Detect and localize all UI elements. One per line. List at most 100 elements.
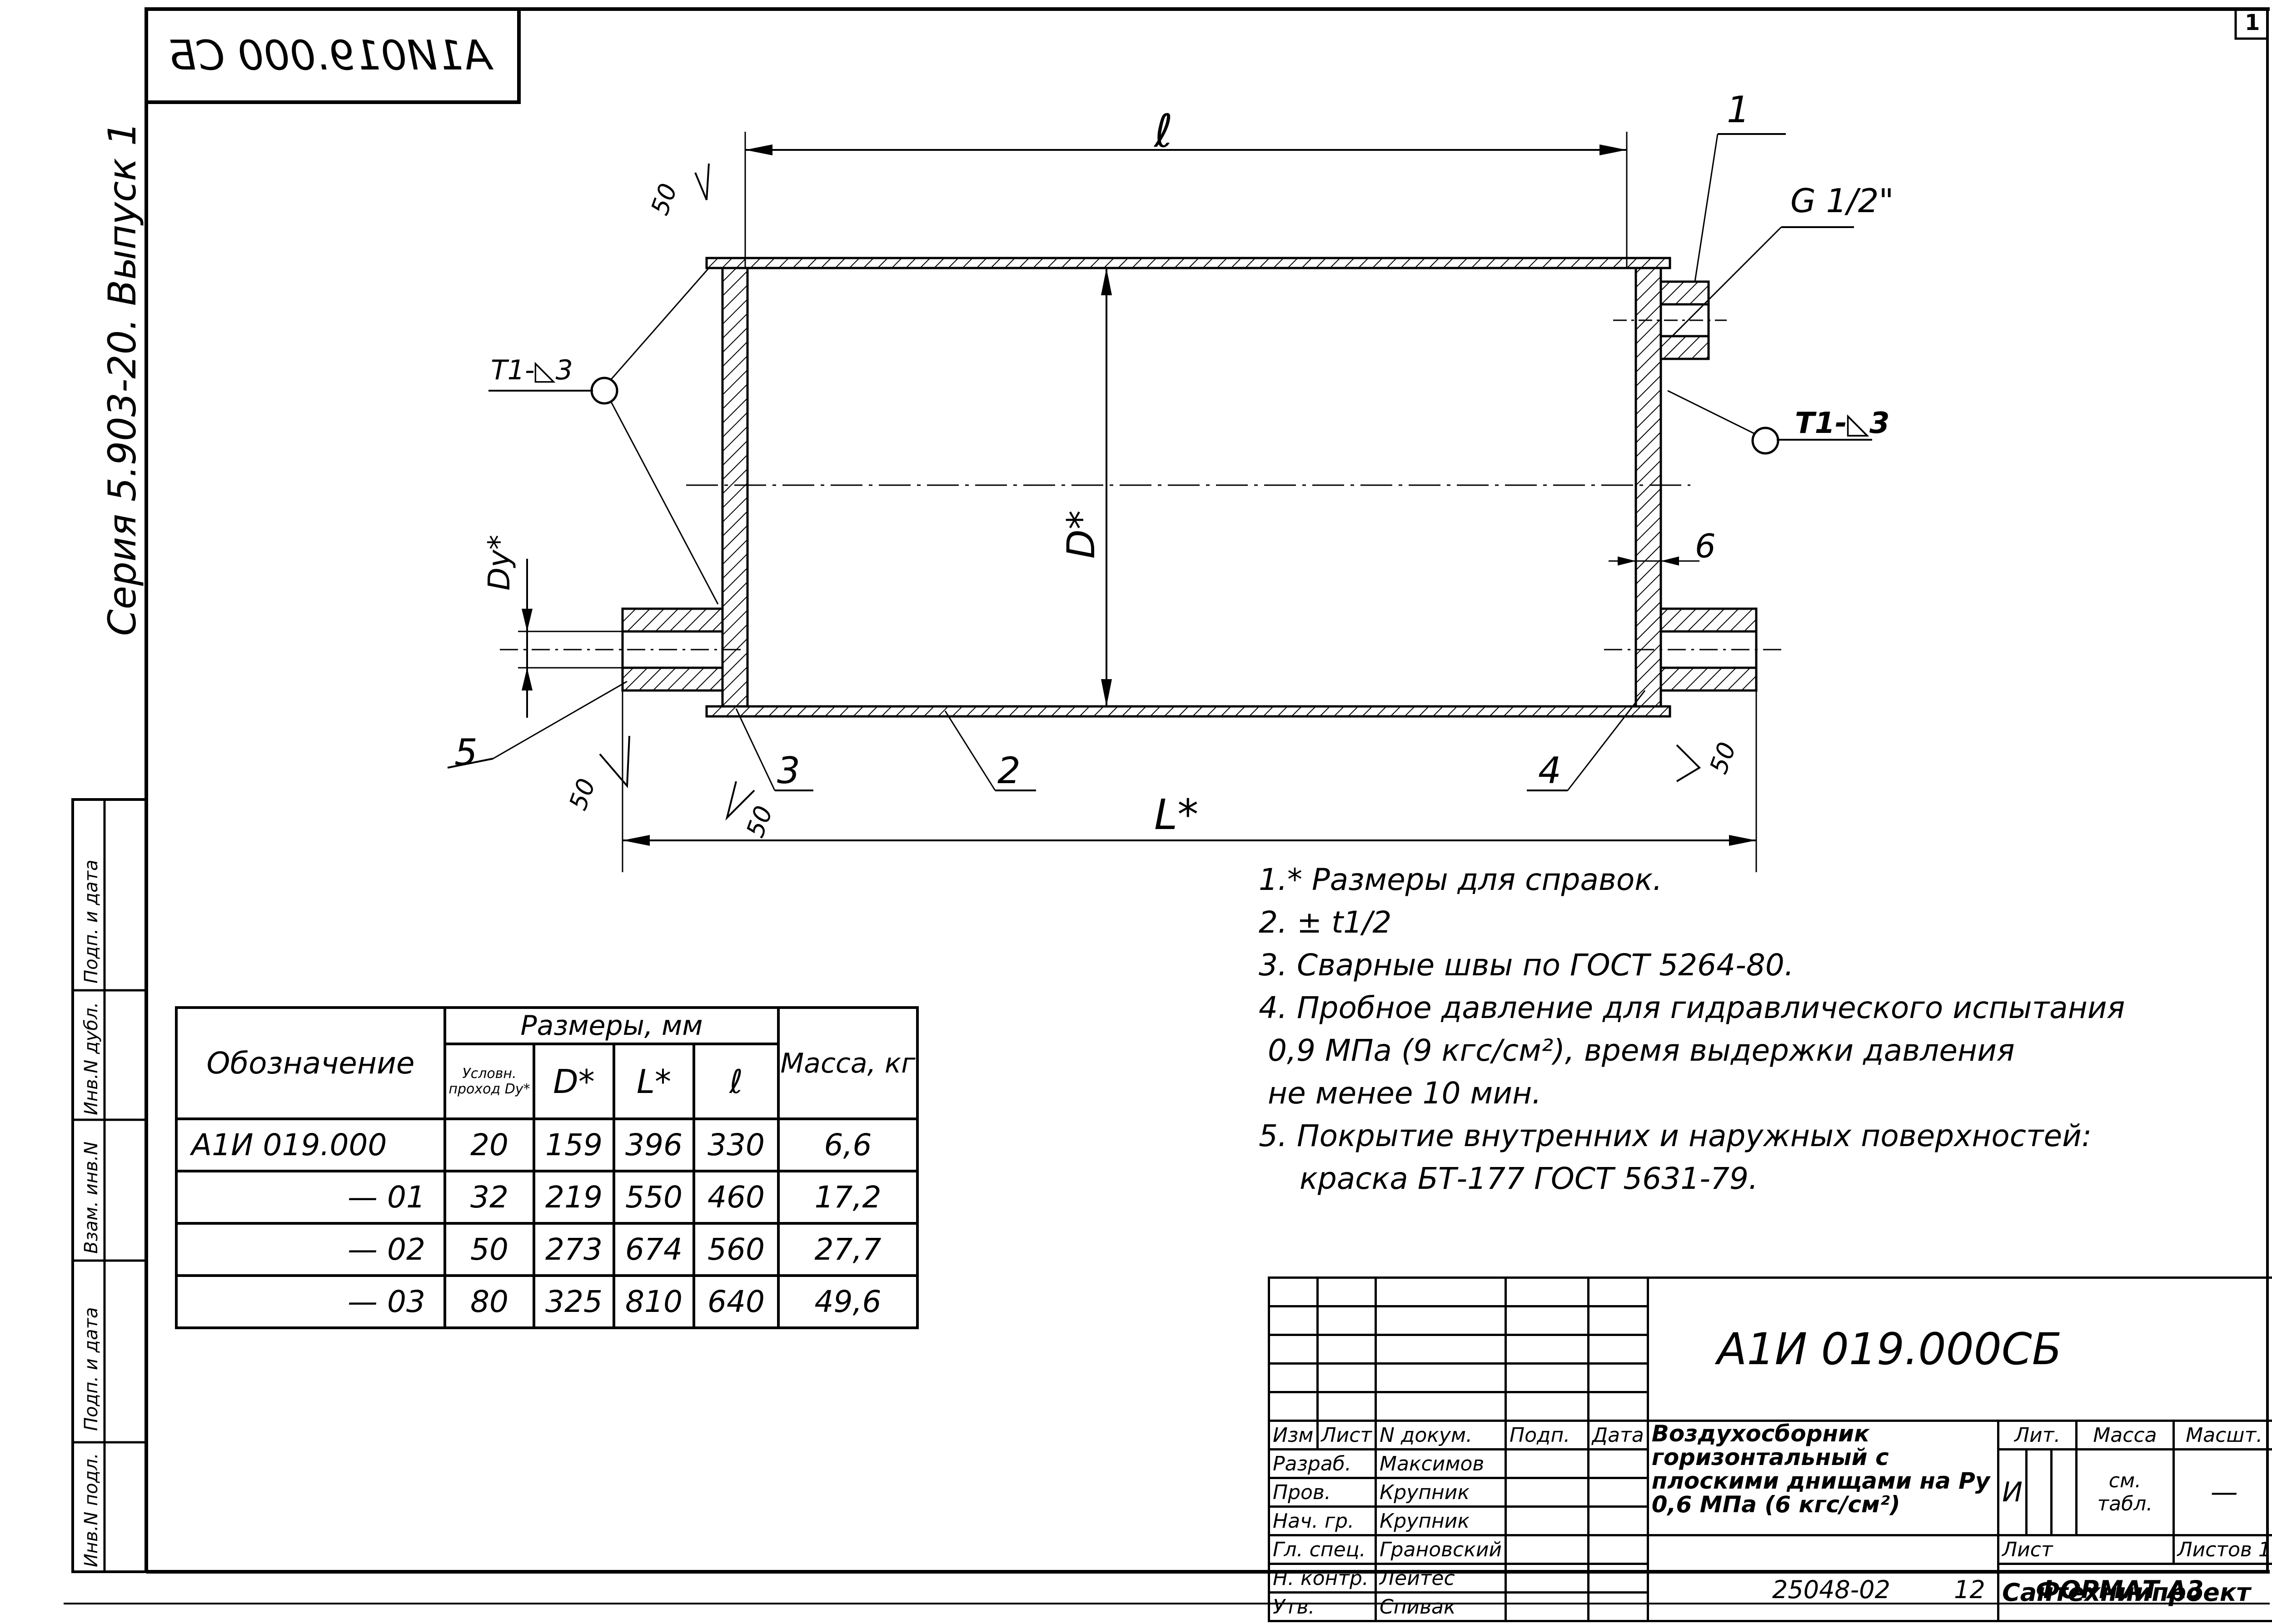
spec-head-D: D*: [533, 1043, 615, 1120]
thread-label: G 1/2": [1790, 182, 1894, 220]
spec-dy: 50: [443, 1222, 535, 1277]
dim-6-label: 6: [1695, 527, 1716, 565]
side-stamp-podp-1: Подп. и дата: [81, 1307, 102, 1431]
spec-L: 810: [613, 1274, 695, 1329]
spec-l: 330: [693, 1117, 780, 1172]
bottom-page: 12: [1954, 1575, 1985, 1604]
spec-l: 460: [693, 1170, 780, 1225]
spec-D: 273: [533, 1222, 615, 1277]
side-stamp-inv-podl: Инв.N подл.: [81, 1453, 102, 1567]
note-2: 2. ± t1/2: [1259, 905, 1392, 940]
doc-code: А1И 019.000СБ: [1646, 1276, 2272, 1422]
note-3: 3. Сварные швы по ГОСТ 5264-80.: [1259, 948, 1794, 983]
spec-D: 325: [533, 1274, 615, 1329]
spec-dy: 80: [443, 1274, 535, 1329]
role-label: Утв.: [1267, 1591, 1377, 1622]
spec-l: 560: [693, 1222, 780, 1277]
lit-value: И: [1997, 1448, 2028, 1536]
weld-label-right: Т1-◺3: [1795, 407, 1890, 440]
scale-label: Масшт.: [2172, 1420, 2272, 1450]
spec-mass: 17,2: [777, 1170, 919, 1225]
spec-head-l: ℓ: [693, 1043, 780, 1120]
spec-designation: А1И 019.000: [175, 1117, 446, 1172]
note-4: 4. Пробное давление для гидравлического …: [1259, 990, 2125, 1025]
title-block: А1И 019.000СБ Изм Лист N докум. Подп. Да…: [1267, 1276, 2272, 1622]
position-3: 3: [777, 750, 800, 792]
organization: Сантехниипроект: [1997, 1563, 2272, 1622]
sheets-label: Листов 1: [2172, 1534, 2272, 1565]
vessel-drawing: [447, 132, 1872, 872]
role-label: Нач. гр.: [1267, 1505, 1377, 1536]
note-4-cont: 0,9 МПа (9 кгс/см²), время выдержки давл…: [1268, 1033, 2015, 1068]
spec-head-dims: Размеры, мм: [443, 1006, 780, 1045]
tb-col-sign: Подп.: [1505, 1420, 1589, 1450]
position-4: 4: [1538, 750, 1561, 792]
table-row: — 01 32 219 550 460 17,2: [175, 1170, 919, 1225]
spec-designation: — 03: [175, 1274, 446, 1329]
spec-head-designation: Обозначение: [175, 1006, 446, 1120]
tb-col-date: Дата: [1587, 1420, 1649, 1450]
side-stamp-dubl: Инв.N дубл.: [81, 1002, 102, 1115]
tb-col-doc: N докум.: [1375, 1420, 1507, 1450]
side-stamp-vzam: Взам. инв.N: [81, 1141, 102, 1254]
tb-col-izm: Изм: [1268, 1420, 1319, 1450]
note-4-end: не менее 10 мин.: [1268, 1076, 1542, 1111]
spec-mass: 6,6: [777, 1117, 919, 1172]
dim-L-label: L*: [1154, 790, 1199, 839]
spec-L: 674: [613, 1222, 695, 1277]
role-label: Пров.: [1267, 1477, 1377, 1508]
spec-dy: 32: [443, 1170, 535, 1225]
spec-mass: 27,7: [777, 1222, 919, 1277]
spec-head-dy: Условн. проход Dу*: [443, 1043, 535, 1120]
table-row: А1И 019.000 20 159 396 330 6,6: [175, 1117, 919, 1172]
format-label: ФОРМАТ А3: [2036, 1575, 2204, 1604]
spec-l: 640: [693, 1274, 780, 1329]
bottom-code: 25048-02: [1772, 1575, 1890, 1604]
scale-value: —: [2172, 1448, 2272, 1536]
note-5: 5. Покрытие внутренних и наружных поверх…: [1259, 1118, 2092, 1153]
spec-head-L: L*: [613, 1043, 695, 1120]
spec-mass: 49,6: [777, 1274, 919, 1329]
position-2: 2: [997, 750, 1021, 792]
position-5: 5: [454, 731, 478, 774]
dim-l-label: ℓ: [1154, 104, 1173, 158]
spec-D: 219: [533, 1170, 615, 1225]
position-1: 1: [1727, 89, 1750, 131]
table-row: — 02 50 273 674 560 27,7: [175, 1222, 919, 1277]
role-label: Н. контр.: [1267, 1563, 1377, 1594]
role-name: Лейтес: [1375, 1563, 1507, 1594]
series-label: Серия 5.903-20. Выпуск 1: [100, 121, 144, 636]
role-label: Гл. спец.: [1267, 1534, 1377, 1565]
technical-notes: 1.* Размеры для справок. 2. ± t1/2 3. Св…: [1259, 859, 2258, 1200]
spec-D: 159: [533, 1117, 615, 1172]
sheet-number: 1: [2245, 10, 2260, 35]
spec-dy: 20: [443, 1117, 535, 1172]
lit-label: Лит.: [1997, 1420, 2078, 1450]
dim-Dy-label: Dу*: [482, 535, 517, 591]
drawing-title: Воздухосборник горизонтальный с плоскими…: [1646, 1420, 2000, 1536]
role-name: Крупник: [1375, 1477, 1507, 1508]
spec-L: 550: [613, 1170, 695, 1225]
note-1: 1.* Размеры для справок.: [1259, 862, 1663, 897]
mass-value: см. табл.: [2075, 1448, 2175, 1536]
role-label: Разраб.: [1267, 1448, 1377, 1479]
spec-designation: — 02: [175, 1222, 446, 1277]
corner-code: А1И019.000 СБ: [168, 32, 492, 79]
role-name: Грановский: [1375, 1534, 1507, 1565]
dim-D-label: D*: [1059, 510, 1103, 559]
role-name: Крупник: [1375, 1505, 1507, 1536]
role-name: Максимов: [1375, 1448, 1507, 1479]
table-row: — 03 80 325 810 640 49,6: [175, 1274, 919, 1329]
spec-head-mass: Масса, кг: [777, 1006, 919, 1120]
mass-label: Масса: [2075, 1420, 2175, 1450]
sheet-label: Лист: [1997, 1534, 2175, 1565]
tb-col-list: Лист: [1316, 1420, 1377, 1450]
side-stamp-podp-2: Подп. и дата: [81, 859, 102, 983]
role-name: Спивак: [1375, 1591, 1507, 1622]
spec-designation: — 01: [175, 1170, 446, 1225]
note-5-cont: краска БТ-177 ГОСТ 5631-79.: [1300, 1161, 1758, 1196]
spec-L: 396: [613, 1117, 695, 1172]
spec-table: Обозначение Размеры, мм Масса, кг Условн…: [175, 1006, 919, 1329]
